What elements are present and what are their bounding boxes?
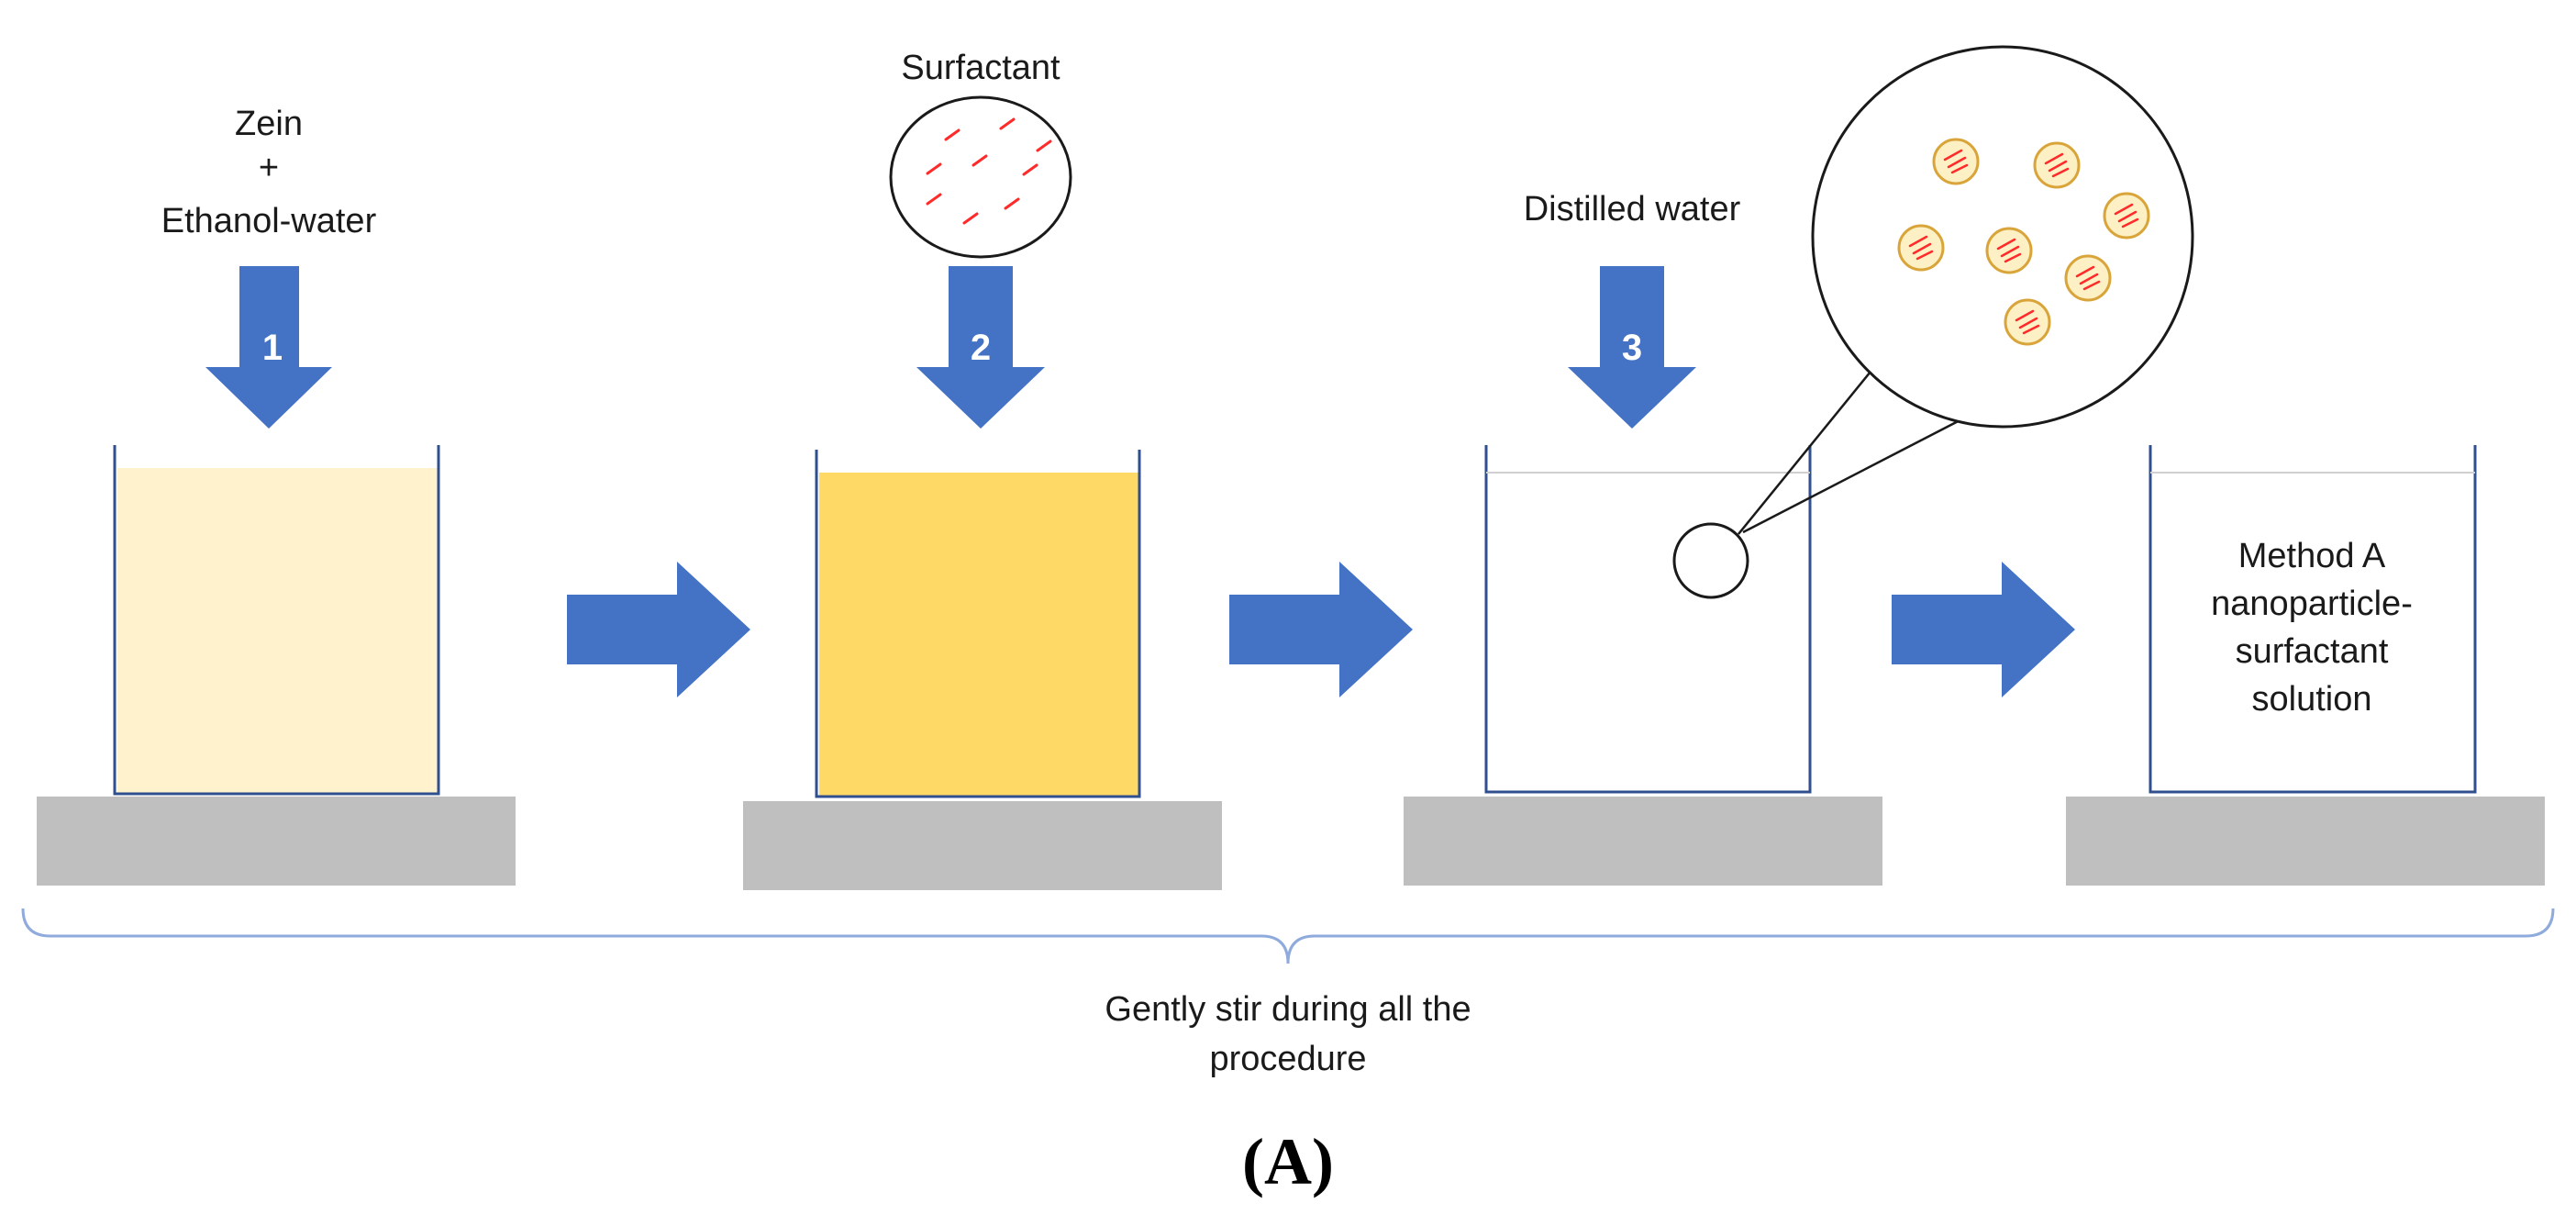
zein-surfactant-solution — [819, 473, 1138, 797]
step-2: Surfactant 2 — [889, 49, 1072, 429]
nanoparticle — [1897, 224, 1945, 272]
nanoparticles — [1897, 138, 2150, 346]
result-label-line-3: surfactant — [2236, 632, 2389, 671]
beaker-4-outline — [2149, 445, 2477, 794]
surfactant-drop — [889, 95, 1072, 259]
result-label-line-1: Method A — [2238, 537, 2386, 575]
step-1-label-line-2: + — [259, 149, 279, 187]
nanoparticle — [2103, 192, 2150, 240]
step-1-down-arrow-icon — [205, 266, 332, 429]
beaker-2-outline — [815, 450, 1141, 798]
beaker-3-outline — [1484, 445, 1812, 794]
flow-arrow-right-2-icon — [1229, 562, 1413, 697]
nanoparticle — [2004, 298, 2051, 346]
panel-caption: (A) — [1242, 1125, 1334, 1198]
stir-brace — [21, 908, 2555, 964]
nanoparticle-zoom-callout — [1672, 45, 2194, 599]
nanoparticle — [1985, 227, 2033, 274]
stir-plate-1 — [37, 797, 516, 886]
step-2-down-arrow-icon — [916, 266, 1045, 429]
step-3-down-arrow-icon — [1568, 266, 1696, 429]
step-2-label: Surfactant — [901, 49, 1060, 87]
step-3-number: 3 — [1622, 328, 1642, 368]
step-1-label-line-3: Ethanol-water — [161, 202, 377, 240]
step-3: Distilled water 3 — [1524, 190, 1741, 429]
beaker-4: Method A nanoparticle- surfactant soluti… — [2066, 445, 2545, 886]
beaker-1-outline — [113, 445, 440, 796]
zoom-source-circle — [1672, 522, 1749, 599]
brace-caption-line-2: procedure — [1209, 1040, 1366, 1078]
stir-plate-2 — [743, 801, 1222, 890]
nanoparticle — [2033, 141, 2081, 189]
beaker-3 — [1404, 45, 2194, 886]
brace-caption-line-1: Gently stir during all the — [1105, 990, 1471, 1029]
step-1-number: 1 — [262, 328, 283, 368]
step-1: Zein + Ethanol-water 1 — [161, 105, 377, 429]
flow-arrow-right-1-icon — [567, 562, 750, 697]
flow-arrow-right-3-icon — [1892, 562, 2075, 697]
surfactant-molecules — [926, 117, 1052, 225]
result-label-line-2: nanoparticle- — [2211, 585, 2413, 623]
step-1-label-line-1: Zein — [235, 105, 303, 143]
stir-plate-3 — [1404, 797, 1882, 886]
zein-ethanol-solution — [117, 468, 439, 794]
beaker-1 — [37, 445, 516, 886]
stir-plate-4 — [2066, 797, 2545, 886]
nanoparticle — [1932, 138, 1980, 185]
step-2-number: 2 — [971, 328, 991, 368]
step-3-label: Distilled water — [1524, 190, 1741, 229]
beaker-2 — [743, 450, 1222, 890]
result-label-line-4: solution — [2252, 680, 2372, 719]
nanoparticle — [2064, 254, 2112, 302]
